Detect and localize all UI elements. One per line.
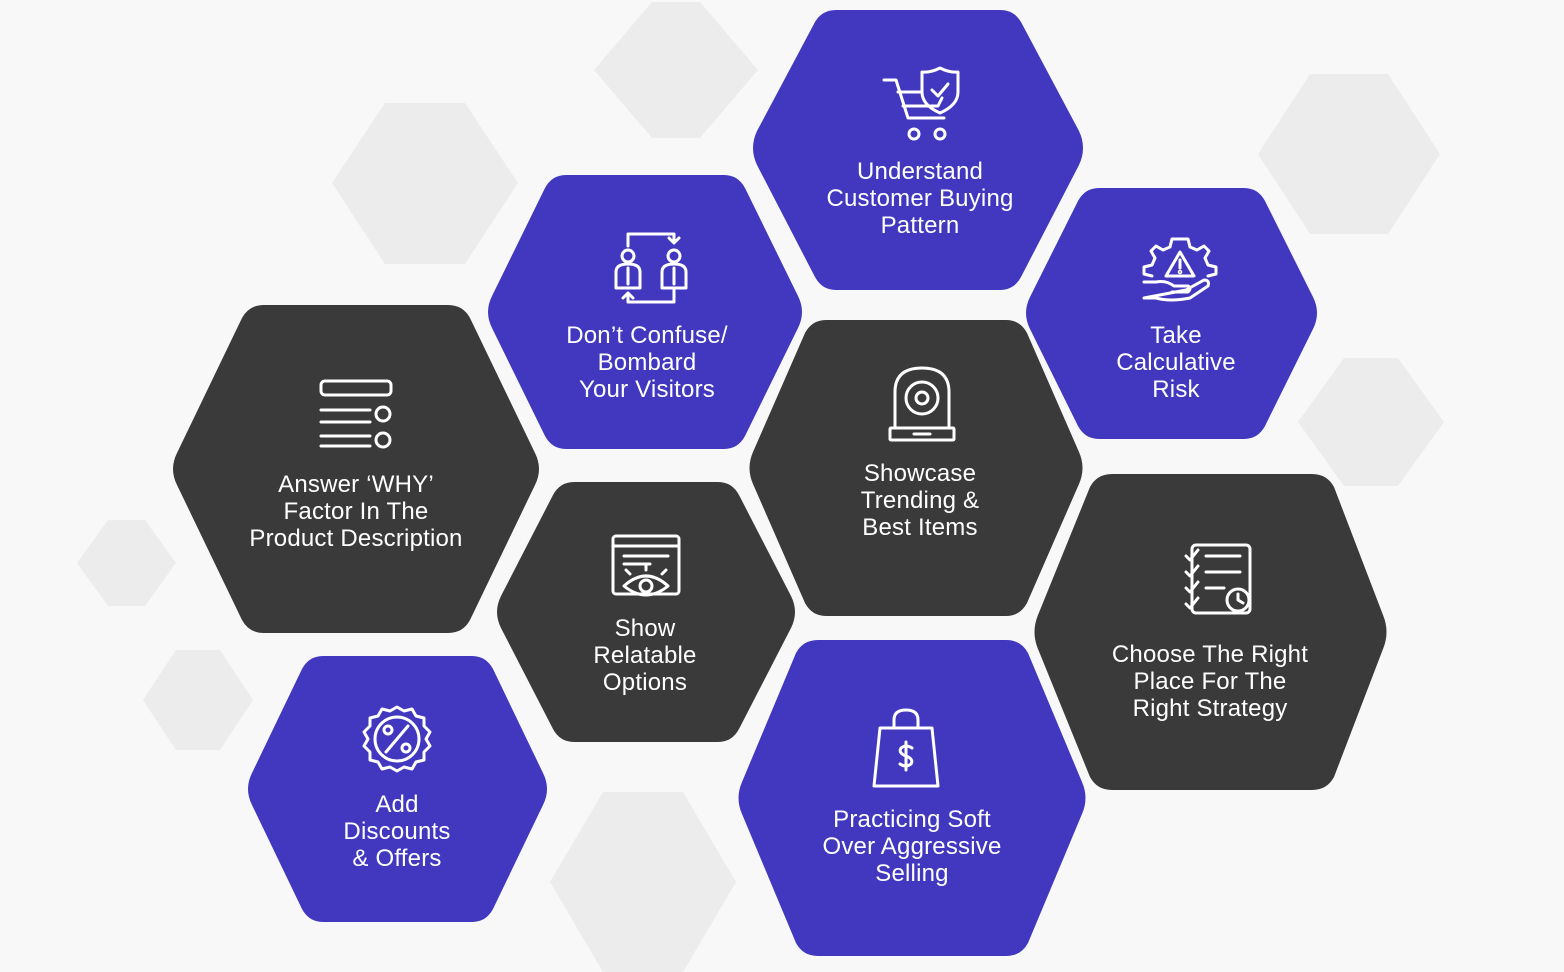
label-line: Place For The — [1133, 668, 1287, 695]
label-line: & Offers — [352, 845, 442, 872]
label-line: Options — [602, 669, 688, 696]
discount-badge-icon — [362, 705, 432, 773]
label-line: Choose The Right — [1111, 641, 1309, 668]
label-understand-customer-buying-pattern: Understand Customer Buying Pattern — [826, 158, 1013, 239]
shopping-bag-dollar-icon — [872, 708, 940, 788]
label-line: Discounts — [343, 818, 451, 845]
label-line: Relatable — [593, 642, 697, 669]
hexagon-answer-why-factor — [173, 305, 539, 633]
label-choose-right-place: Choose The Right Place For The Right Str… — [1112, 641, 1308, 722]
label-practicing-soft-selling: Practicing Soft Over Aggressive Selling — [822, 806, 1001, 887]
hexagon-choose-right-place — [1034, 474, 1387, 790]
label-line: Showcase — [863, 460, 977, 487]
hexagon-take-calculative-risk — [1026, 188, 1317, 439]
label-line: Bombard — [597, 349, 697, 376]
label-answer-why-factor: Answer ‘WHY’ Factor In The Product Descr… — [249, 471, 462, 552]
browser-eye-icon — [611, 534, 681, 597]
decor-hexagon — [1258, 74, 1440, 234]
label-line: Add — [375, 791, 419, 818]
hexagon-dont-confuse-bombard — [488, 175, 802, 449]
hexagon-understand-customer-buying-pattern — [753, 10, 1083, 290]
label-line: Factor In The — [283, 498, 429, 525]
label-line: Pattern — [880, 212, 960, 239]
label-show-relatable-options: Show Relatable Options — [593, 615, 696, 696]
label-take-calculative-risk: Take Calculative Risk — [1116, 322, 1236, 403]
hexagon-practicing-soft-selling — [738, 640, 1086, 956]
hexagon-showcase-trending — [749, 320, 1083, 616]
people-exchange-icon — [614, 232, 688, 304]
label-line: Right Strategy — [1132, 695, 1288, 722]
label-line: Your Visitors — [578, 376, 715, 403]
label-line: Risk — [1152, 376, 1200, 403]
label-dont-confuse-bombard: Don’t Confuse/ Bombard Your Visitors — [566, 322, 728, 403]
label-line: Over Aggressive — [822, 833, 1002, 860]
cart-shield-icon — [882, 66, 960, 141]
decor-hexagon — [143, 650, 253, 750]
webcam-icon — [888, 366, 956, 442]
list-description-icon — [319, 379, 393, 449]
hexagon-add-discounts-offers — [248, 656, 547, 922]
decor-hexagons — [77, 2, 1444, 972]
label-line: Don’t Confuse/ — [566, 322, 728, 349]
label-line: Practicing Soft — [833, 806, 991, 833]
label-line: Selling — [875, 860, 949, 887]
label-line: Answer ‘WHY’ — [278, 471, 434, 498]
decor-hexagon — [594, 2, 758, 138]
decor-hexagon — [332, 103, 518, 264]
decor-hexagon — [550, 792, 736, 972]
label-line: Understand — [856, 158, 984, 185]
decor-hexagon — [77, 520, 176, 606]
label-showcase-trending: Showcase Trending & Best Items — [861, 460, 980, 541]
main-hexagons — [173, 10, 1387, 956]
decor-hexagon — [1298, 358, 1444, 486]
label-line: Customer Buying — [826, 185, 1014, 212]
label-add-discounts-offers: Add Discounts & Offers — [343, 791, 450, 872]
label-line: Calculative — [1116, 349, 1236, 376]
label-line: Take — [1150, 322, 1202, 349]
label-line: Trending & — [860, 487, 980, 514]
label-line: Show — [614, 615, 676, 642]
gear-warning-hand-icon — [1142, 237, 1218, 302]
checklist-clock-icon — [1184, 543, 1252, 615]
label-line: Best Items — [862, 514, 978, 541]
hexagon-show-relatable-options — [497, 482, 795, 742]
label-line: Product Description — [249, 525, 463, 552]
